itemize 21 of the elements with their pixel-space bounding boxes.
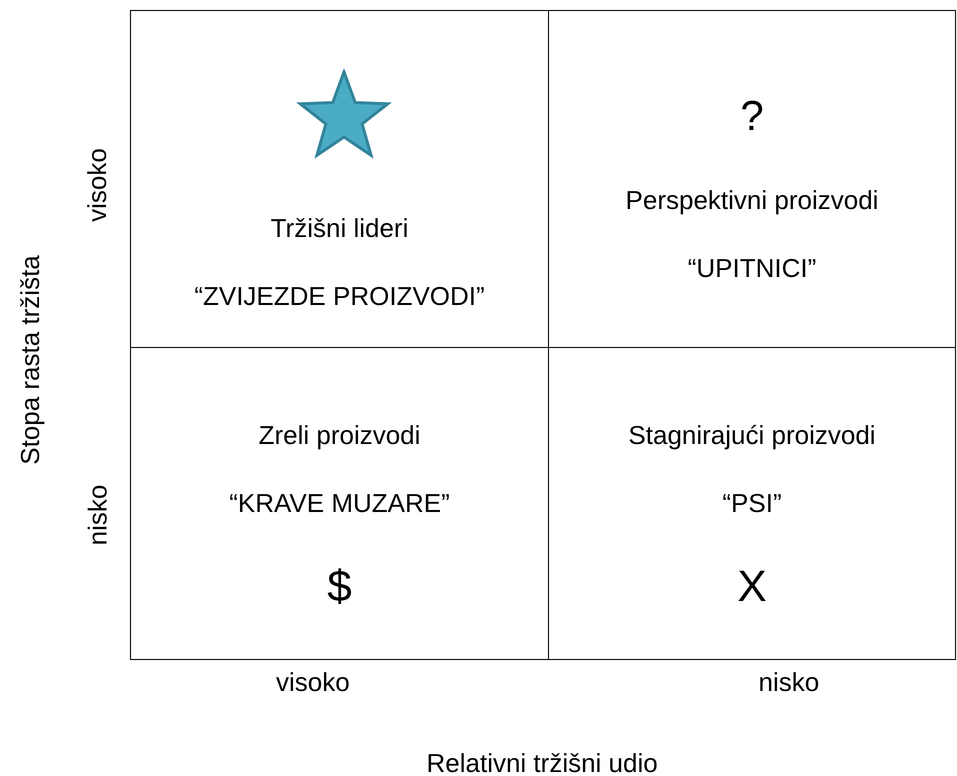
quadrant-subtitle: “PSI” bbox=[722, 488, 782, 519]
axis-label: nisko bbox=[80, 484, 113, 546]
quadrant-symbol: ? bbox=[740, 91, 764, 141]
quadrant-title: Perspektivni proizvodi bbox=[626, 185, 878, 216]
quadrant-subtitle: “KRAVE MUZARE” bbox=[229, 488, 450, 519]
quadrant-title: Stagnirajući proizvodi bbox=[628, 420, 876, 451]
quadrant-title: Tržišni lideri bbox=[270, 213, 408, 244]
quadrant-title: Zreli proizvodi bbox=[258, 420, 420, 451]
matrix-quadrant bbox=[548, 347, 956, 660]
axis-title: Relativni tržišni udio bbox=[426, 747, 658, 776]
quadrant-subtitle: “ZVIJEZDE PROIZVODI” bbox=[194, 281, 485, 312]
matrix-quadrant bbox=[130, 347, 549, 660]
axis-label: visoko bbox=[80, 148, 113, 222]
quadrant-symbol: X bbox=[737, 561, 767, 613]
matrix-quadrant bbox=[548, 10, 956, 348]
axis-title: Stopa rasta tržišta bbox=[14, 255, 46, 465]
quadrant-symbol: $ bbox=[327, 561, 352, 613]
axis-label: visoko bbox=[276, 666, 350, 698]
matrix-quadrant bbox=[130, 10, 549, 348]
axis-label: nisko bbox=[758, 666, 820, 698]
quadrant-subtitle: “UPITNICI” bbox=[688, 253, 816, 284]
